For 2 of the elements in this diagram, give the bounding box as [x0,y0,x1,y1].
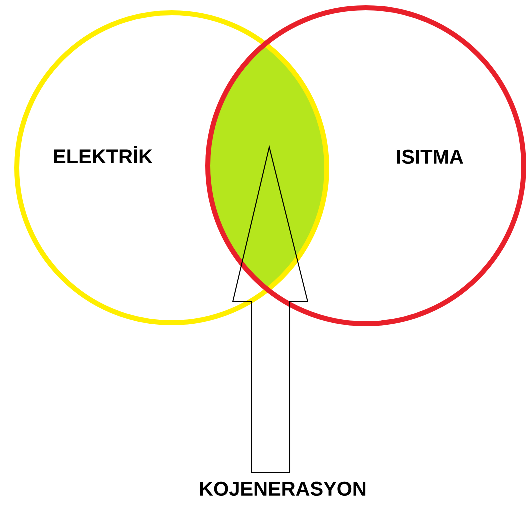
block-arrow [232,145,309,474]
label: KOJENERASYON [200,482,366,496]
